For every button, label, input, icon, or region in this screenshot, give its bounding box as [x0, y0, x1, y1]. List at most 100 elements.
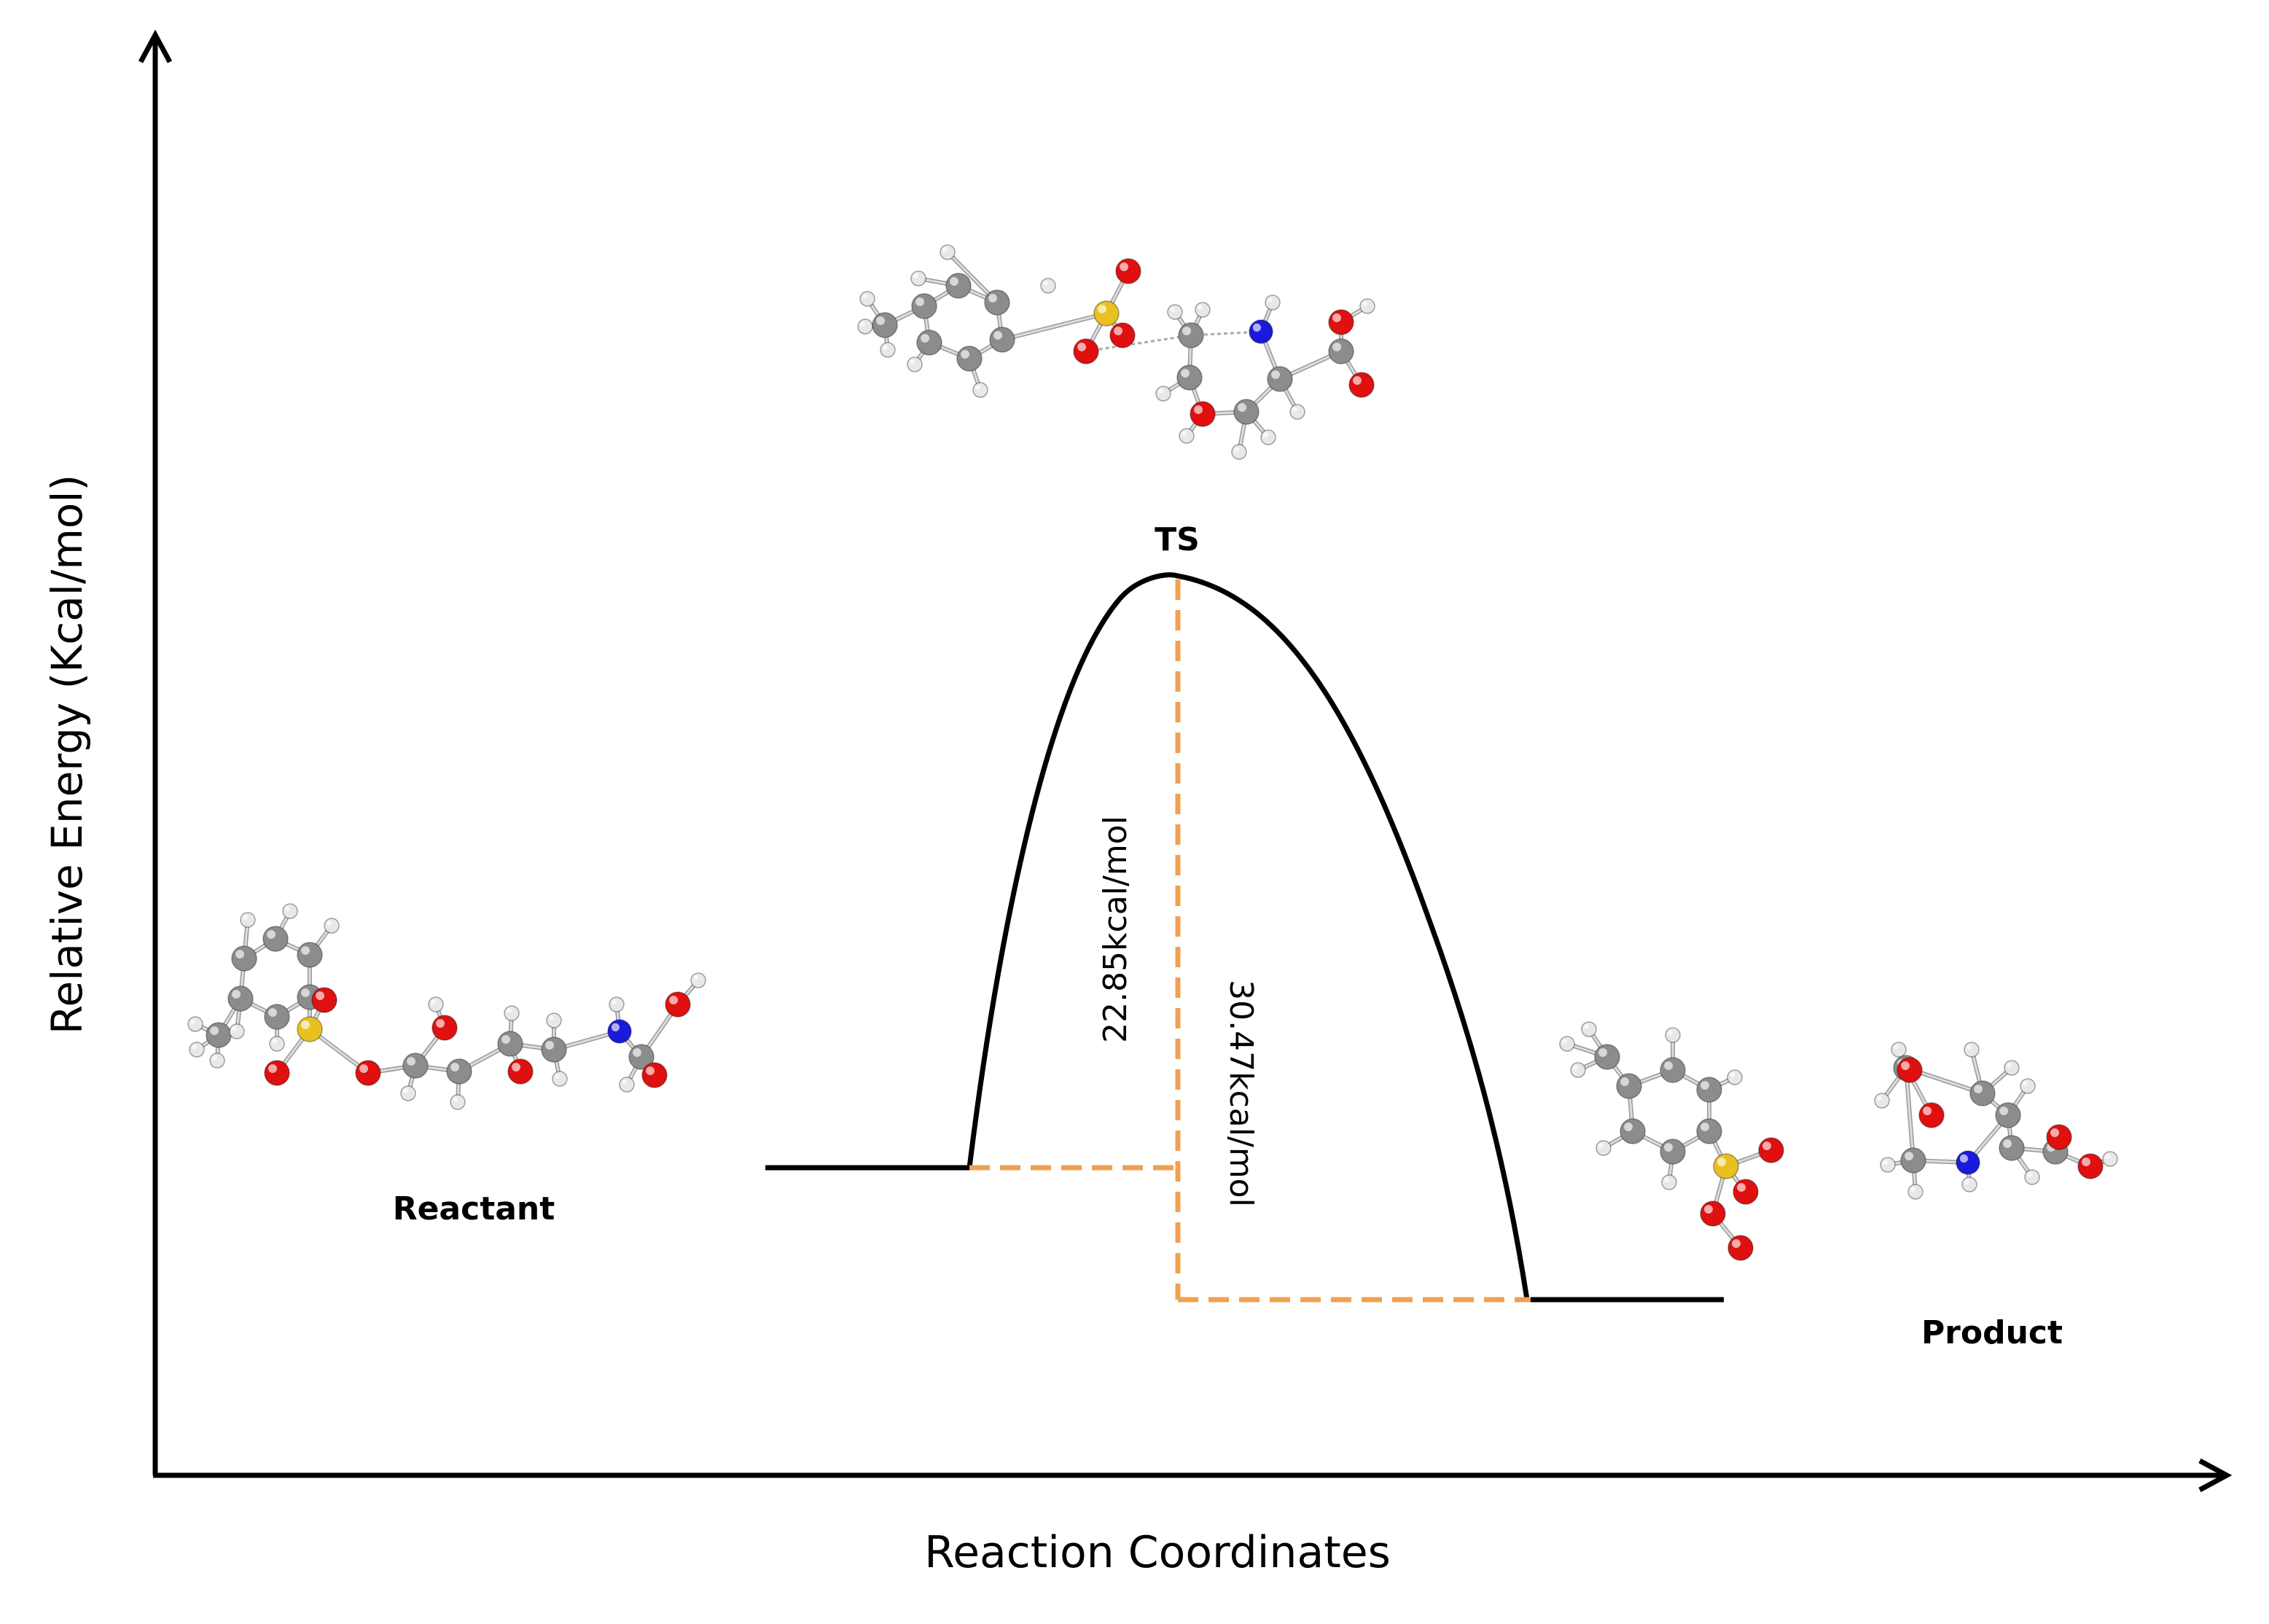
carbon-atom [264, 1004, 290, 1030]
ts-molecule-image [857, 244, 1375, 460]
carbon-atom [1616, 1073, 1642, 1099]
hydrogen-atom [428, 996, 444, 1012]
carbon-atom [541, 1037, 567, 1063]
nitrogen-atom [607, 1019, 632, 1044]
hydrogen-atom [972, 382, 988, 398]
atom-shine [1883, 1160, 1888, 1165]
atom-shine [1923, 1106, 1932, 1116]
atom-shine [268, 1064, 277, 1074]
carbon-atom [989, 327, 1015, 353]
atom-shine [2105, 1154, 2110, 1159]
hydrogen-atom [1289, 404, 1305, 420]
oxygen-atom [1918, 1102, 1945, 1128]
carbon-atom [1594, 1044, 1620, 1070]
atom-shine [942, 247, 948, 252]
atom-shine [1624, 1123, 1633, 1132]
atom-shine [1664, 1061, 1673, 1071]
partial-bond [1190, 330, 1262, 337]
atom-shine [1664, 1177, 1669, 1182]
atom-shine [915, 297, 925, 306]
hydrogen-atom [1874, 1093, 1890, 1109]
bond-highlight [1905, 1066, 1915, 1162]
atom-shine [1762, 1141, 1771, 1151]
atom-shine [1332, 343, 1342, 351]
atom-shine [1268, 297, 1273, 302]
carbon-atom [1267, 366, 1293, 392]
oxygen-atom [1897, 1057, 1923, 1083]
atom-shine [545, 1041, 554, 1050]
atom-shine [622, 1080, 627, 1085]
x-axis-arrowhead [2198, 1458, 2233, 1493]
atom-shine [1664, 1143, 1673, 1152]
atom-shine [1332, 313, 1342, 322]
oxygen-atom [431, 1015, 458, 1041]
atom-shine [1043, 281, 1048, 286]
atom-shine [1999, 1106, 2008, 1116]
atom-shine [1181, 369, 1190, 378]
hydrogen-atom [1231, 444, 1247, 460]
hydrogen-atom [1167, 304, 1183, 320]
atom-shine [1732, 1239, 1741, 1249]
atom-shine [235, 950, 244, 959]
product-proline-molecule-image [1874, 1042, 2118, 1200]
atom-shine [1700, 1081, 1709, 1090]
atom-shine [232, 1026, 237, 1031]
atom-shine [2023, 1081, 2028, 1086]
atom-shine [1894, 1045, 1899, 1050]
hydrogen-atom [282, 903, 298, 919]
hydrogen-atom [552, 1071, 568, 1087]
hydrogen-atom [546, 1012, 562, 1028]
hydrogen-atom [324, 918, 340, 934]
atom-shine [436, 1019, 445, 1028]
atom-shine [1353, 376, 1362, 385]
atom-shine [1717, 1158, 1726, 1167]
atom-shine [1098, 305, 1107, 313]
hydrogen-atom [1155, 386, 1171, 402]
oxygen-atom [1073, 338, 1099, 364]
atom-shine [403, 1088, 408, 1093]
atom-shine [2027, 1172, 2032, 1177]
atom-shine [910, 359, 915, 364]
hydrogen-atom [1581, 1021, 1597, 1037]
nitrogen-atom [1956, 1150, 1980, 1175]
hydrogen-atom [1559, 1036, 1575, 1052]
reaction-profile-curve [765, 572, 1724, 1303]
carbon-atom [262, 926, 289, 952]
atom-shine [301, 988, 310, 998]
barrier-guides [969, 579, 1531, 1303]
atom-shine [646, 1066, 655, 1076]
atom-shine [1077, 343, 1087, 351]
oxygen-atom [1348, 372, 1375, 398]
hydrogen-atom [880, 342, 896, 358]
product-label: Product [1921, 1314, 2063, 1351]
hydrogen-atom [187, 1016, 203, 1032]
hydrogen-atom [859, 291, 875, 307]
carbon-atom [984, 289, 1010, 316]
bond-highlight [1001, 312, 1108, 341]
hydrogen-atom [690, 972, 706, 988]
hydrogen-atom [1907, 1184, 1924, 1200]
hydrogen-atom [1265, 294, 1281, 311]
reactant-molecule-image [187, 903, 706, 1110]
hydrogen-atom [1195, 302, 1211, 318]
sulfur-atom [1093, 300, 1120, 327]
hydrogen-atom [2020, 1078, 2036, 1094]
ts-label: TS [1155, 521, 1200, 558]
hydrogen-atom [269, 1036, 285, 1052]
hydrogen-atom [2024, 1169, 2040, 1185]
atom-shine [1234, 447, 1239, 452]
hydrogen-atom [619, 1077, 635, 1093]
atom-shine [1194, 405, 1203, 414]
atom-shine [1877, 1096, 1882, 1101]
atom-shine [192, 1045, 197, 1050]
atom-shine [267, 930, 276, 940]
hydrogen-atom [1596, 1140, 1612, 1156]
carbon-atom [497, 1031, 523, 1057]
y-axis-label: Relative Energy (Kcal/mol) [42, 475, 92, 1034]
hydrogen-atom [857, 319, 873, 335]
oxygen-atom [2046, 1124, 2072, 1150]
atom-shine [2082, 1158, 2090, 1167]
oxygen-atom [1190, 401, 1216, 427]
atom-shine [1668, 1030, 1673, 1035]
